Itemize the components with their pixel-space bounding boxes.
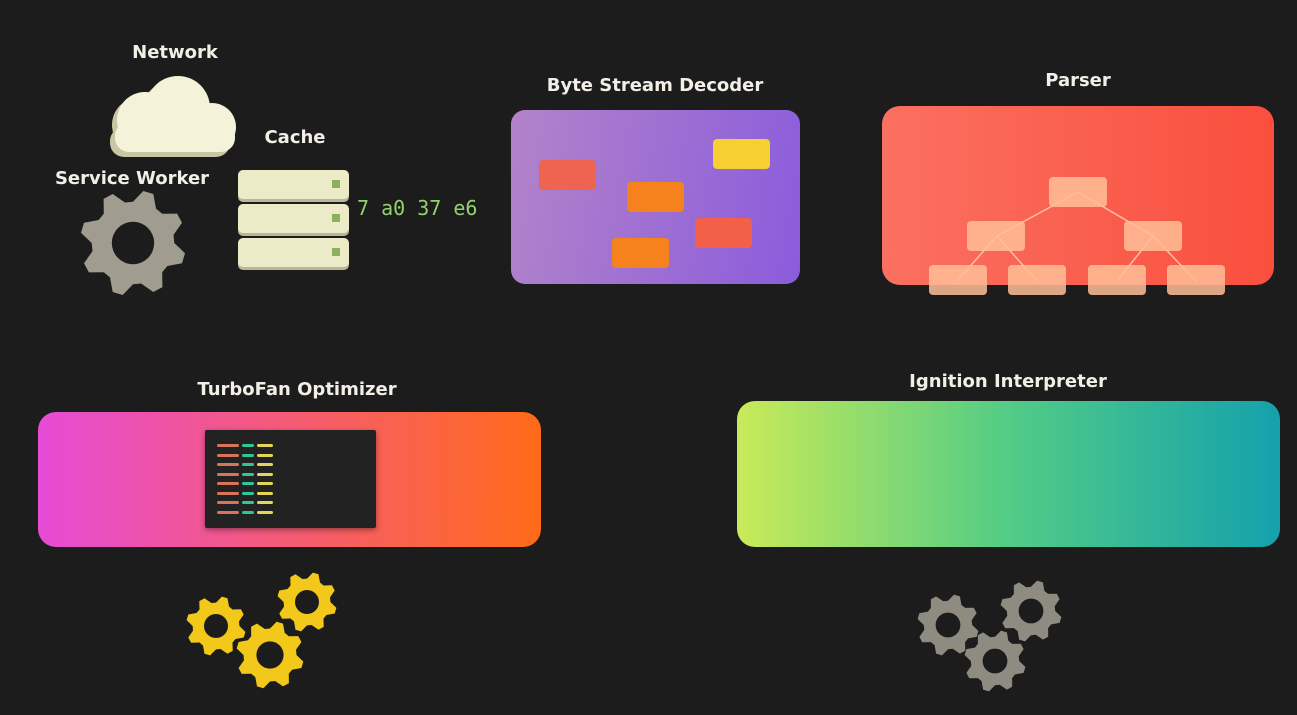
token-block	[713, 139, 770, 169]
ignition-gear-icon	[964, 630, 1026, 692]
code-line	[242, 501, 254, 504]
code-line	[257, 501, 273, 504]
code-line	[257, 463, 273, 466]
code-line	[242, 482, 254, 485]
token-block	[612, 238, 669, 268]
token-block	[627, 182, 684, 212]
code-line	[257, 510, 273, 514]
code-line	[257, 482, 273, 485]
code-line	[217, 472, 239, 476]
parser-label: Parser	[1045, 70, 1111, 91]
token-block	[539, 160, 596, 190]
ast-node	[1049, 177, 1107, 207]
code-line	[257, 491, 273, 495]
code-line	[257, 472, 273, 476]
cache-server-3	[238, 238, 349, 267]
ast-node	[1088, 265, 1146, 295]
turbofan-label: TurboFan Optimizer	[197, 379, 397, 400]
code-line	[242, 463, 254, 466]
ignition-gear-icon	[917, 594, 979, 656]
code-line	[217, 453, 239, 457]
code-line	[217, 491, 239, 495]
turbofan-gear-icon	[186, 596, 246, 656]
service-worker-gear-icon	[81, 191, 185, 295]
ast-node	[967, 221, 1025, 251]
code-line	[242, 444, 254, 447]
cache-label: Cache	[264, 127, 326, 148]
code-line	[217, 482, 239, 485]
code-line	[217, 510, 239, 514]
ignition-label: Ignition Interpreter	[909, 371, 1107, 392]
code-line	[242, 510, 254, 514]
code-line	[217, 463, 239, 466]
decoder-label: Byte Stream Decoder	[546, 75, 764, 96]
code-line	[257, 444, 273, 447]
ast-node	[1167, 265, 1225, 295]
turbofan-gear-icon	[277, 572, 337, 632]
token-block	[695, 218, 752, 248]
cache-server-1	[238, 170, 349, 199]
status-light-icon	[332, 248, 340, 256]
status-light-icon	[332, 180, 340, 188]
service-worker-label: Service Worker	[54, 168, 210, 189]
ast-tree-lines	[956, 191, 1197, 282]
turbofan-gear-icon	[236, 621, 304, 689]
code-line	[217, 501, 239, 504]
ast-node	[929, 265, 987, 295]
code-line	[242, 453, 254, 457]
hex-byte-stream: 7 a0 37 e6	[357, 196, 478, 220]
code-line	[242, 491, 254, 495]
network-label: Network	[132, 42, 218, 63]
code-line	[257, 453, 273, 457]
ast-node	[1124, 221, 1182, 251]
code-line	[217, 444, 239, 447]
ignition-panel	[737, 401, 1280, 547]
code-line	[242, 472, 254, 476]
ast-node	[1008, 265, 1066, 295]
byte-stream-decoder-panel	[511, 110, 800, 284]
ignition-gear-icon	[1000, 580, 1062, 642]
machine-code-window	[205, 430, 376, 528]
cache-server-2	[238, 204, 349, 233]
status-light-icon	[332, 214, 340, 222]
cloud-icon	[110, 76, 236, 157]
